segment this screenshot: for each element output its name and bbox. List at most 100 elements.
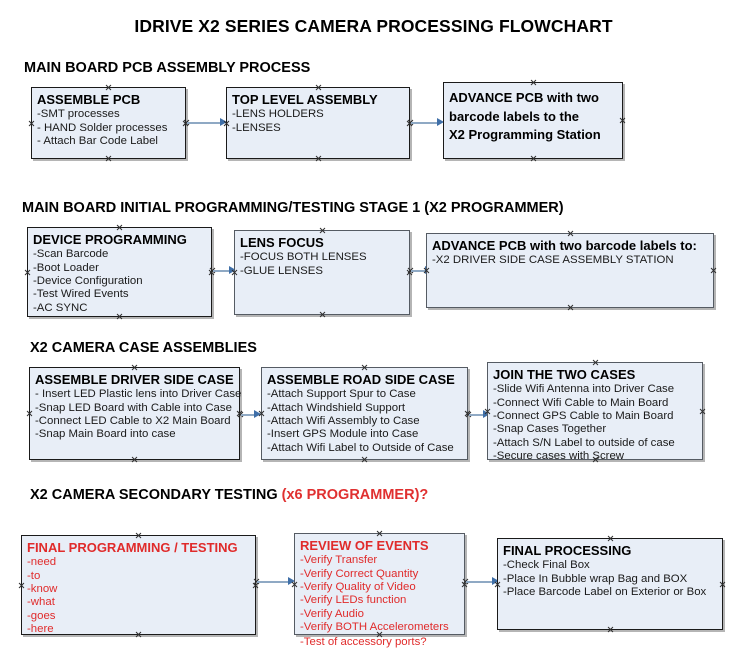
node-assemble-pcb[interactable]: ASSEMBLE PCB -SMT processes - HAND Solde… (31, 87, 186, 159)
node-line: -Attach Support Spur to Case (267, 388, 416, 401)
node-line: -Attach Wifi Assembly to Case (267, 414, 420, 427)
node-final-programming-testing[interactable]: FINAL PROGRAMMING / TESTING -need -to -k… (21, 535, 256, 635)
connector-arrowhead (254, 410, 261, 418)
node-line: - Insert LED Plastic lens into Driver Ca… (35, 388, 242, 401)
node-line: - Attach Bar Code Label (37, 134, 158, 147)
section-heading-4-accent: (x6 PROGRAMMER)? (281, 487, 429, 503)
node-title: ASSEMBLE ROAD SIDE CASE (267, 372, 455, 387)
node-line: -Device Configuration (33, 274, 143, 287)
node-line: -Attach S/N Label to outside of case (493, 436, 675, 449)
section-heading-4-text: X2 CAMERA SECONDARY TESTING (30, 487, 282, 503)
node-advance-pcb-station[interactable]: ADVANCE PCB with two barcode labels to t… (443, 82, 623, 159)
node-line: -what (27, 596, 55, 609)
node-line: -Connect Wifi Cable to Main Board (493, 396, 669, 409)
node-advance-pcb-driver-case-body: ADVANCE PCB with two barcode labels to: … (427, 234, 713, 270)
node-line: -to (27, 569, 41, 582)
connector-4-2 (466, 577, 499, 586)
node-final-processing-body: FINAL PROCESSING -Check Final Box -Place… (498, 539, 722, 601)
node-line: -Connect GPS Cable to Main Board (493, 409, 674, 422)
node-line: -Verify Quality of Video (300, 580, 416, 593)
connector-shaft (411, 270, 425, 272)
node-line: -Attach Wifi Label to Outside of Case (267, 441, 454, 454)
node-top-level-assembly-body: TOP LEVEL ASSEMBLY -LENS HOLDERS -LENSES (227, 88, 409, 137)
section-heading-1-text: MAIN BOARD PCB ASSEMBLY PROCESS (24, 60, 311, 76)
node-line: -Snap LED Board with Cable into Case (35, 401, 232, 414)
connector-shaft (469, 414, 483, 416)
node-title: DEVICE PROGRAMMING (33, 232, 187, 247)
node-lens-focus-body: LENS FOCUS -FOCUS BOTH LENSES -GLUE LENS… (235, 231, 409, 280)
node-line: -Slide Wifi Antenna into Driver Case (493, 383, 675, 396)
node-line: -Test Wired Events (33, 288, 129, 301)
node-title: FINAL PROCESSING (503, 543, 632, 558)
node-line: -Attach Windshield Support (267, 401, 406, 414)
node-line: -X2 DRIVER SIDE CASE ASSEMBLY STATION (432, 254, 674, 267)
selection-handle-bottom[interactable] (319, 311, 326, 318)
node-line: -need (27, 556, 57, 569)
node-line: barcode labels to the (449, 108, 580, 124)
node-line: -Secure cases with Screw (493, 449, 625, 462)
node-line: -LENS HOLDERS (232, 108, 324, 121)
node-line: - HAND Solder processes (37, 121, 168, 134)
node-title: ASSEMBLE DRIVER SIDE CASE (35, 372, 234, 387)
connector-1-1 (187, 118, 227, 127)
selection-handle-bottom[interactable] (105, 155, 112, 162)
connector-shaft (187, 122, 220, 124)
connector-1-2 (411, 118, 444, 127)
node-title: TOP LEVEL ASSEMBLY (232, 92, 378, 107)
connector-shaft (411, 122, 437, 124)
selection-handle-bottom[interactable] (131, 456, 138, 463)
node-title: REVIEW OF EVENTS (300, 538, 429, 553)
node-line: -SMT processes (37, 108, 120, 121)
selection-handle-bottom[interactable] (315, 155, 322, 162)
node-line: X2 Programming Station (449, 127, 601, 143)
node-line: -LENSES (232, 121, 281, 134)
node-line: -Place Barcode Label on Exterior or Box (503, 585, 707, 598)
section-heading-2: MAIN BOARD INITIAL PROGRAMMING/TESTING S… (22, 200, 564, 216)
node-line: -here (27, 622, 54, 635)
node-line: -know (27, 582, 58, 595)
node-final-programming-testing-body: FINAL PROGRAMMING / TESTING -need -to -k… (22, 536, 255, 638)
node-lens-focus[interactable]: LENS FOCUS -FOCUS BOTH LENSES -GLUE LENS… (234, 230, 410, 315)
node-join-the-two-cases[interactable]: JOIN THE TWO CASES -Slide Wifi Antenna i… (487, 362, 703, 462)
section-heading-1: MAIN BOARD PCB ASSEMBLY PROCESS (24, 60, 310, 76)
node-line-overflow: -Test of accessory ports? (300, 636, 427, 648)
node-title: FINAL PROGRAMMING / TESTING (27, 540, 238, 555)
node-line: -GLUE LENSES (240, 264, 323, 277)
node-assemble-road-side-case[interactable]: ASSEMBLE ROAD SIDE CASE -Attach Support … (261, 367, 468, 460)
section-heading-4: X2 CAMERA SECONDARY TESTING (x6 PROGRAMM… (30, 487, 428, 503)
node-review-of-events[interactable]: REVIEW OF EVENTS -Verify Transfer -Verif… (294, 533, 465, 648)
node-line: -Verify Audio (300, 607, 364, 620)
node-device-programming-body: DEVICE PROGRAMMING -Scan Barcode -Boot L… (28, 228, 211, 317)
node-title: JOIN THE TWO CASES (493, 367, 636, 382)
node-line: -AC SYNC (33, 301, 88, 314)
section-heading-2-text: MAIN BOARD INITIAL PROGRAMMING/TESTING S… (22, 200, 564, 216)
connector-shaft (241, 414, 254, 416)
node-line: -Insert GPS Module into Case (267, 428, 419, 441)
node-assemble-driver-side-case-body: ASSEMBLE DRIVER SIDE CASE - Insert LED P… (30, 368, 242, 444)
node-advance-pcb-driver-case[interactable]: ADVANCE PCB with two barcode labels to: … (426, 233, 714, 308)
node-title: LENS FOCUS (240, 235, 324, 250)
connector-shaft (213, 270, 229, 272)
node-title: ASSEMBLE PCB (37, 92, 141, 107)
selection-handle-bottom[interactable] (607, 626, 614, 633)
node-line: -Verify LEDs function (300, 594, 407, 607)
node-line: -Verify BOTH Accelerometers (300, 620, 449, 633)
selection-handle-bottom[interactable] (530, 155, 537, 162)
node-line: -Snap Cases Together (493, 423, 607, 436)
section-heading-3-text: X2 CAMERA CASE ASSEMBLIES (30, 340, 257, 356)
connector-2-1 (213, 266, 236, 275)
selection-handle-bottom[interactable] (567, 304, 574, 311)
connector-4-1 (257, 577, 295, 586)
node-device-programming[interactable]: DEVICE PROGRAMMING -Scan Barcode -Boot L… (27, 227, 212, 317)
node-assemble-road-side-case-body: ASSEMBLE ROAD SIDE CASE -Attach Support … (262, 368, 467, 457)
node-advance-pcb-station-body: ADVANCE PCB with two barcode labels to t… (444, 83, 622, 147)
connector-3-1 (241, 410, 261, 419)
node-final-processing[interactable]: FINAL PROCESSING -Check Final Box -Place… (497, 538, 723, 630)
node-line: -Snap Main Board into case (35, 428, 176, 441)
node-line: -Place In Bubble wrap Bag and BOX (503, 572, 688, 585)
selection-handle-bottom[interactable] (361, 456, 368, 463)
node-line: -goes (27, 609, 56, 622)
node-top-level-assembly[interactable]: TOP LEVEL ASSEMBLY -LENS HOLDERS -LENSES (226, 87, 410, 159)
node-assemble-driver-side-case[interactable]: ASSEMBLE DRIVER SIDE CASE - Insert LED P… (29, 367, 242, 463)
